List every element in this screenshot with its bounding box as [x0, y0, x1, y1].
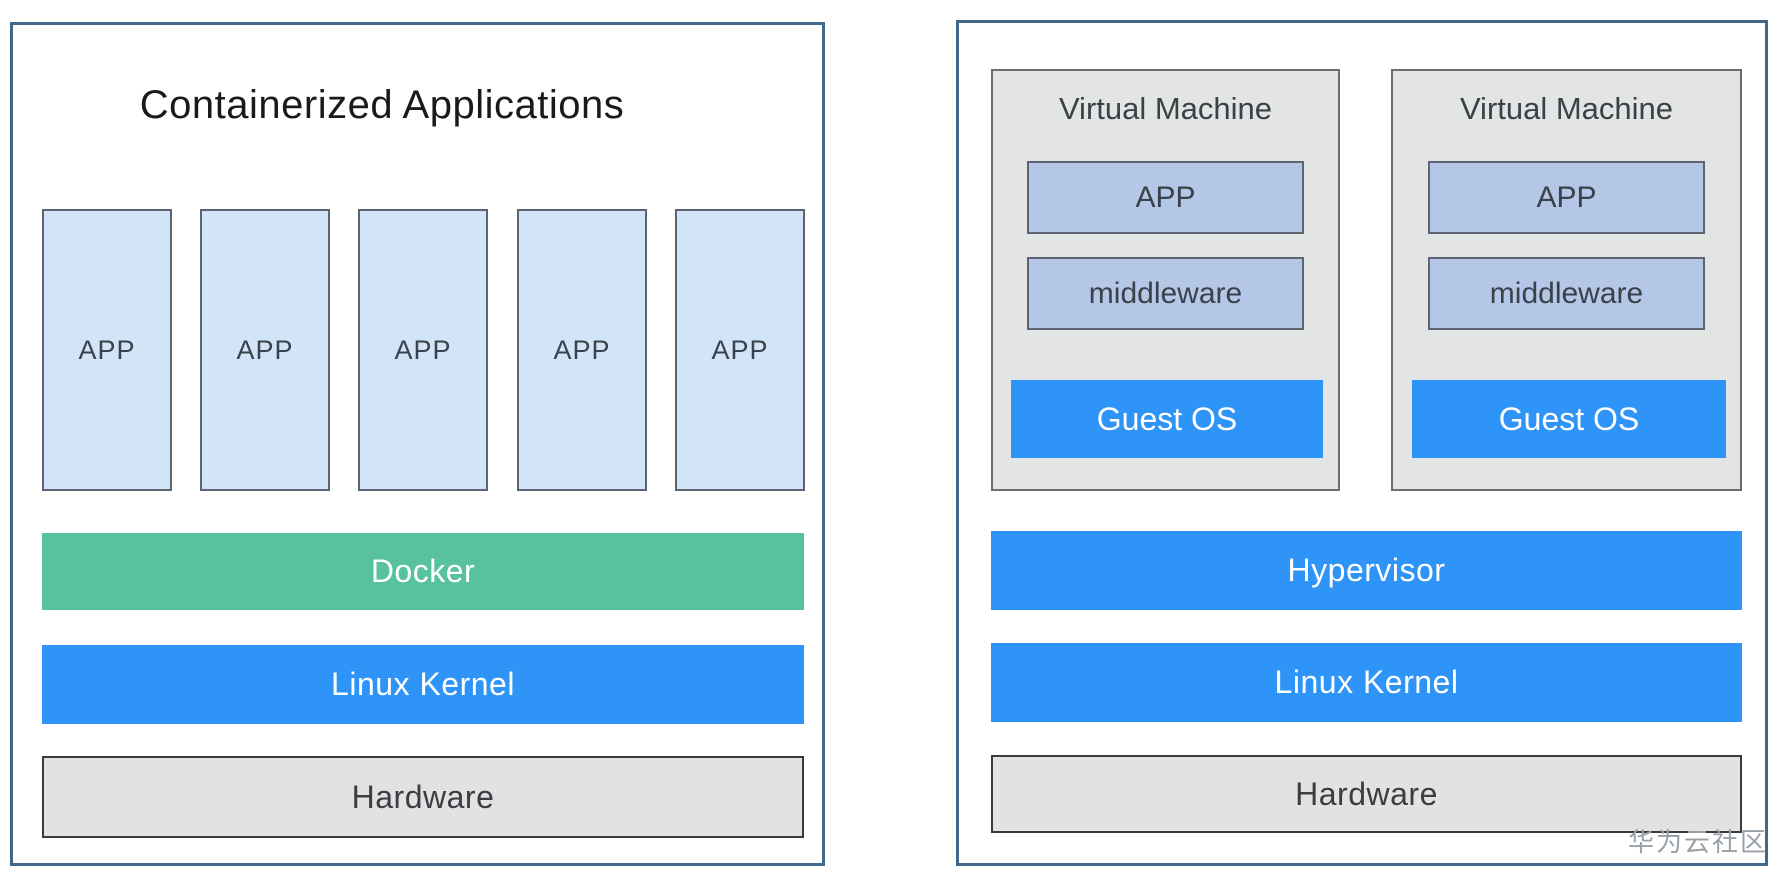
containerized-applications-title: Containerized Applications	[139, 83, 625, 127]
vm-guest-os-box: Guest OS	[1011, 380, 1323, 458]
container-app-box-5: APP	[675, 209, 805, 491]
hypervisor-layer-label: Hypervisor	[1287, 552, 1446, 588]
virtual-machines-panel: Virtual Machine APP middleware Guest OS …	[956, 20, 1768, 866]
vm-middleware-box: middleware	[1027, 257, 1304, 330]
container-app-box-4: APP	[517, 209, 647, 491]
virtual-machine-box-1: Virtual Machine APP middleware Guest OS	[991, 69, 1340, 491]
hardware-layer-label: Hardware	[1295, 775, 1438, 812]
hardware-layer-label: Hardware	[351, 778, 495, 815]
vm-app-box: APP	[1027, 161, 1304, 234]
containerized-applications-panel: Containerized Applications APP APP APP A…	[10, 22, 825, 866]
container-app-label: APP	[394, 334, 452, 365]
hardware-layer: Hardware	[42, 756, 804, 838]
huawei-cloud-community-watermark: 华为云社区	[1628, 827, 1769, 857]
vm-middleware-label: middleware	[1088, 276, 1243, 310]
virtual-machine-title: Virtual Machine	[1459, 91, 1674, 126]
virtual-machine-box-2: Virtual Machine APP middleware Guest OS	[1391, 69, 1742, 491]
linux-kernel-layer: Linux Kernel	[991, 643, 1742, 722]
container-app-label: APP	[78, 334, 136, 365]
linux-kernel-layer-label: Linux Kernel	[1274, 664, 1459, 700]
docker-layer: Docker	[42, 533, 804, 610]
vm-middleware-box: middleware	[1428, 257, 1705, 330]
vm-guest-os-box: Guest OS	[1412, 380, 1726, 458]
vm-guest-os-label: Guest OS	[1096, 400, 1238, 437]
container-app-box-3: APP	[358, 209, 488, 491]
hardware-layer: Hardware	[991, 755, 1742, 833]
vm-app-box: APP	[1428, 161, 1705, 234]
docker-layer-label: Docker	[370, 553, 476, 589]
vm-app-label: APP	[1135, 180, 1196, 214]
linux-kernel-layer: Linux Kernel	[42, 645, 804, 724]
container-app-box-1: APP	[42, 209, 172, 491]
container-app-label: APP	[236, 334, 294, 365]
vm-guest-os-label: Guest OS	[1498, 400, 1640, 437]
linux-kernel-layer-label: Linux Kernel	[331, 666, 515, 702]
virtual-machine-title: Virtual Machine	[1058, 91, 1273, 126]
container-app-label: APP	[553, 334, 611, 365]
vm-middleware-label: middleware	[1489, 276, 1644, 310]
hypervisor-layer: Hypervisor	[991, 531, 1742, 610]
container-app-box-2: APP	[200, 209, 330, 491]
container-app-label: APP	[711, 334, 769, 365]
vm-app-label: APP	[1536, 180, 1597, 214]
